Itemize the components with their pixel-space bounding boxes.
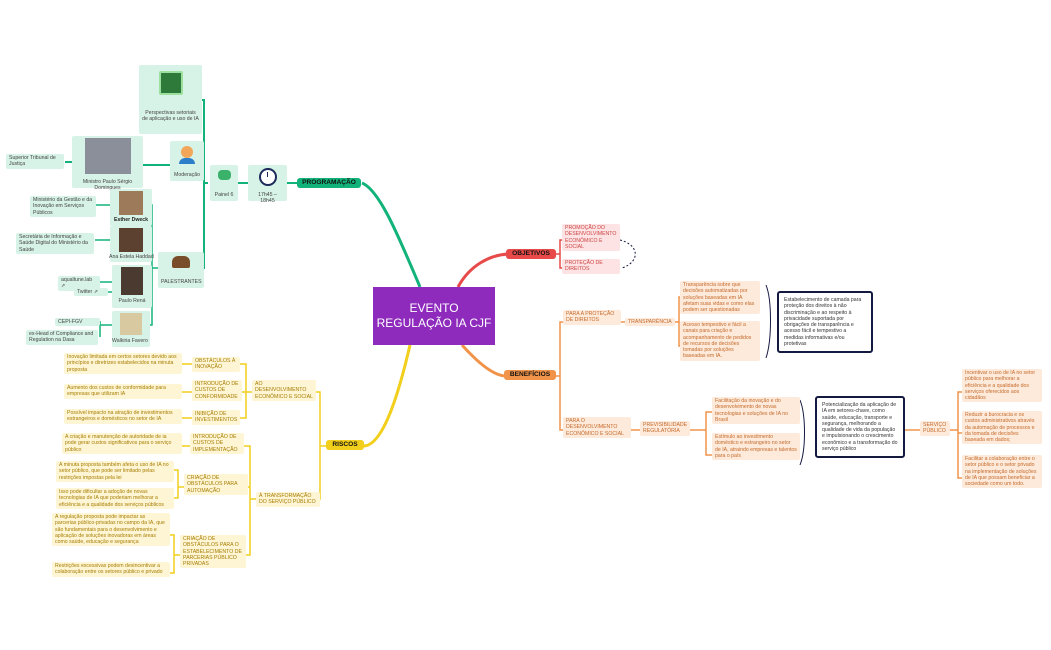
servico-item-3: Facilitar a colaboração entre o setor pú… [962,455,1042,489]
palestrantes-node[interactable]: PALESTRANTES [158,252,204,288]
moderacao-label: Moderação [174,172,200,178]
moderador-photo [84,138,131,174]
ana-name: Ana Estela Haddad [109,254,154,260]
risco-automacao-detail-1: A minuta proposta também afeta o uso de … [56,461,174,482]
chat-icon [217,170,231,180]
ana-photo [119,228,143,252]
central-topic[interactable]: EVENTO REGULAÇÃO IA CJF [373,287,495,345]
walkiria-photo [120,313,142,335]
risco-automacao-detail-2: Isso pode dificultar a adoção de novas t… [56,488,174,509]
moderador-node[interactable]: Ministro Paulo Sérgio Domingues [72,136,143,191]
paulo-name: Paulo Rená [118,298,146,304]
painel-label: Painel 6 [214,192,234,198]
chip-icon [158,71,183,95]
person-icon [181,146,193,158]
time-node[interactable]: 17h45 – 18h45 [248,165,287,204]
transparencia-node: TRANSPARÊNCIA [625,318,675,327]
desenvolvimento-summary: Potencialização da aplicação de IA em se… [815,396,905,459]
clock-icon [258,168,277,186]
risco-obstaculos-ppp: CRIAÇÃO DE OBSTÁCULOS PARA O ESTABELECIM… [180,535,246,569]
risco-custos-conformidade: INTRODUÇÃO DE CUSTOS DE CONFORMIDADE [192,380,242,401]
paulo-photo [121,267,143,295]
beneficios-label: BENEFÍCIOS [509,371,551,378]
risco-desenvolvimento: AO DESENVOLVIMENTO ECONÔMICO E SOCIAL [252,380,316,401]
risco-custos-implementacao-detail: A criação e manutenção de autoridade de … [62,433,182,454]
programacao-label: PROGRAMAÇÃO [302,179,356,186]
esther-org: Ministério da Gestão e da Inovação em Se… [30,196,96,217]
riscos-node[interactable]: RISCOS [326,440,364,450]
risco-obstaculos-inovacao: OBSTÁCULOS À INOVAÇÃO [192,357,240,372]
objetivos-node[interactable]: OBJETIVOS [506,249,556,259]
previsibilidade-item-2: Estímulo ao investimento doméstico e est… [712,433,800,461]
servico-item-1: Incentivar o uso de IA no setor público … [962,369,1042,403]
programacao-node[interactable]: PROGRAMAÇÃO [297,178,361,188]
perspectivas-label: Perspectivas setoriais de aplicação e us… [142,110,199,123]
previsibilidade-item-1: Facilitação da inovação e do desenvolvim… [712,397,800,425]
objetivo-protecao: PROTEÇÃO DE DIREITOS [562,259,620,274]
risco-inibicao-investimentos: INIBIÇÃO DE INVESTIMENTOS [192,410,240,425]
external-link-icon: ⇗ [61,283,66,290]
risco-ppp-detail-1: A regulação proposta pode impactar as pa… [52,513,170,547]
speaker-ana[interactable]: Ana Estela Haddad [109,226,154,262]
risco-custos-implementacao: INTRODUÇÃO DE CUSTOS DE IMPLEMENTAÇÃO [190,433,244,454]
branch-beneficios-line [460,343,507,378]
branch-riscos-line [363,344,412,448]
walkiria-name: Walkiria Favero [112,338,148,344]
speaker-esther[interactable]: Esther Dweck [110,189,152,226]
central-title: EVENTO REGULAÇÃO IA CJF [376,301,492,330]
objetivo-promocao: PROMOÇÃO DO DESENVOLVIMENTO ECONÔMICO E … [562,224,620,252]
riscos-label: RISCOS [332,441,358,448]
painel-node[interactable]: Painel 6 [210,165,238,201]
transparencia-item-1: Transparência sobre que decisões automat… [680,281,760,315]
branch-programacao-line [361,181,422,288]
beneficio-desenvolvimento: PARA O DESENVOLVIMENTO ECONÔMICO E SOCIA… [563,417,631,438]
walkiria-role-cepi: CEPI-FGV [55,318,100,327]
beneficio-protecao: PARA A PROTEÇÃO DE DIREITOS [563,310,621,325]
esther-name: Esther Dweck [113,217,149,223]
moderador-org: Superior Tribunal de Justiça [6,154,64,169]
ana-org: Secretária de Informação e Saúde Digital… [16,233,94,254]
palestrantes-label: PALESTRANTES [161,279,202,285]
link-twitter[interactable]: Twitter ⇗ [74,288,108,297]
risco-obstaculos-inovacao-detail: Inovação limitada em certos setores devi… [64,353,182,374]
risco-inibicao-investimentos-detail: Possível impacto na atração de investime… [64,409,182,424]
link-aqualtune[interactable]: aqualtune.lab ⇗ [58,276,100,291]
risco-obstaculos-automacao: CRIAÇÃO DE OBSTÁCULOS PARA AUTOMAÇÃO [184,474,248,495]
perspectivas-node[interactable]: Perspectivas setoriais de aplicação e us… [139,65,202,134]
previsibilidade-node: PREVISIBILIDADE REGULATÓRIA [640,421,690,436]
branch-objetivos-line [456,252,509,288]
walkiria-role-dasa: ex-Head of Compliance and Regulation na … [26,330,98,345]
esther-photo [119,191,143,215]
risco-transformacao: À TRANSFORMAÇÃO DO SERVIÇO PÚBLICO [256,492,320,507]
moderador-name: Ministro Paulo Sérgio Domingues [82,179,133,192]
transparencia-item-2: Acesso tempestivo e fácil a canais para … [680,321,760,361]
risco-ppp-detail-2: Restrições excessivas podem desincentiva… [52,562,170,577]
objetivos-label: OBJETIVOS [512,250,550,257]
time-label: 17h45 – 18h45 [258,192,277,205]
speaker-walkiria[interactable]: Walkiria Favero [112,311,150,347]
group-icon [172,256,190,268]
servico-item-2: Reduzir a burocracia e os custos adminis… [962,411,1042,445]
beneficios-node[interactable]: BENEFÍCIOS [504,370,556,380]
speaker-paulo[interactable]: Paulo Rená [112,265,152,308]
moderacao-node[interactable]: Moderação [170,141,204,181]
servico-publico-node: SERVIÇO PÚBLICO [920,421,950,436]
external-link-icon: ⇗ [93,289,99,295]
protecao-summary: Estabelecimento de camada para proteção … [777,291,873,354]
risco-custos-conformidade-detail: Aumento dos custos de conformidade para … [64,384,182,399]
